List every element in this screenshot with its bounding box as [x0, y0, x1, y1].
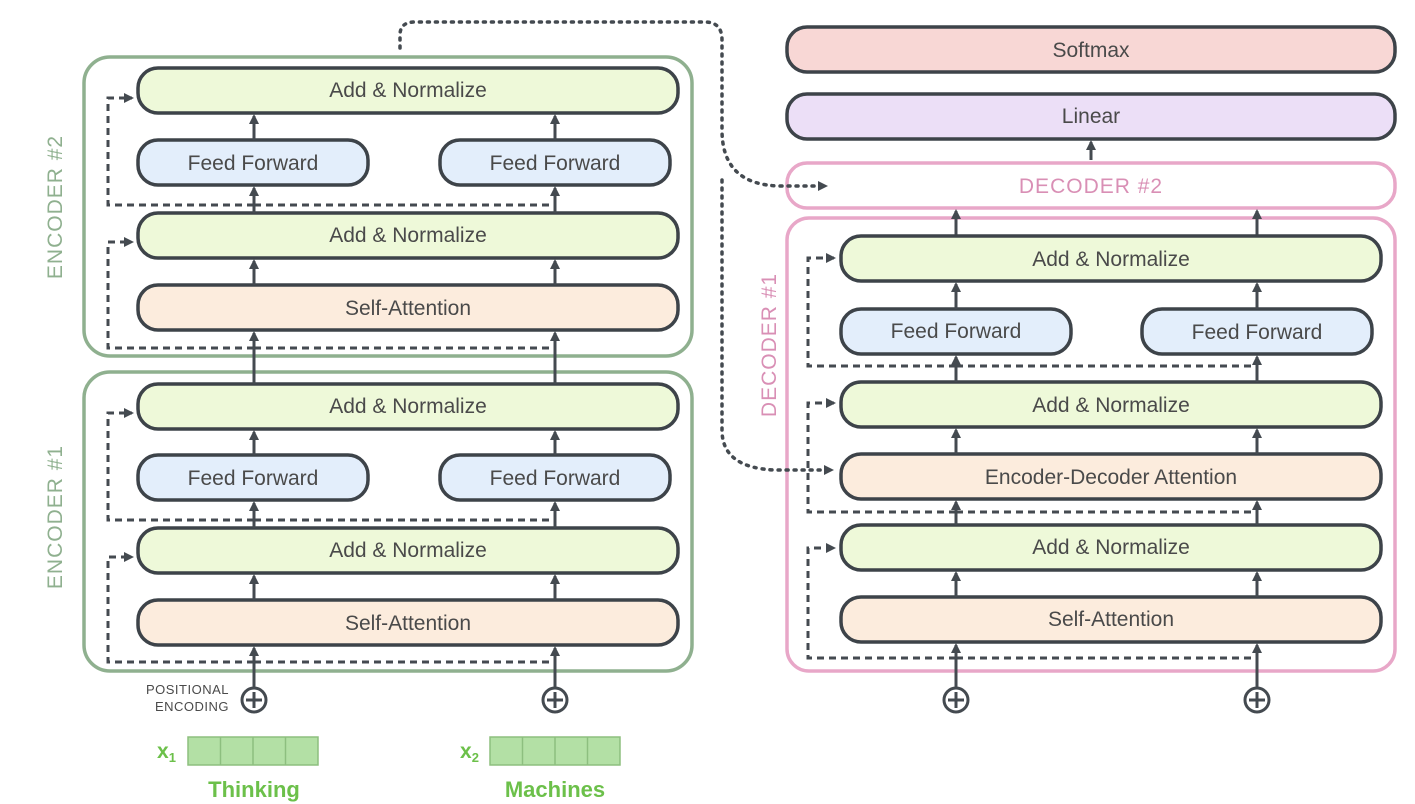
encoder-1-ff-left-label: Feed Forward	[188, 467, 319, 490]
softmax-label: Softmax	[1052, 39, 1130, 62]
encoder-1-residual-paths	[106, 408, 555, 664]
encoder-1-self-attention-label: Self-Attention	[345, 612, 471, 635]
decoder-1-label: DECODER #1	[758, 273, 781, 417]
decoder-plus-icon-right	[1243, 686, 1271, 714]
decoder-ff-left-label: Feed Forward	[891, 320, 1022, 343]
encoder-1-ff-right-label: Feed Forward	[490, 467, 621, 490]
encoder-1-self-attention	[136, 598, 680, 647]
encoder-2-self-attention	[136, 283, 680, 332]
encoder-1-add-norm-top-label: Add & Normalize	[329, 395, 487, 418]
x1-label: x1	[157, 740, 176, 765]
decoder-plus-icon-left	[942, 686, 970, 714]
encoder-2-add-norm-top	[136, 66, 680, 115]
encoder-1-add-norm-bottom	[136, 526, 680, 575]
encoder-2-label: ENCODER #2	[44, 135, 67, 279]
decoder-self-attention-label: Self-Attention	[1048, 608, 1174, 631]
positional-encoding-label-line1: POSITIONAL	[146, 682, 229, 697]
encoder-2-add-norm-bottom	[136, 211, 680, 260]
softmax-box	[785, 25, 1397, 74]
decoder-add-norm-mid-label: Add & Normalize	[1032, 394, 1190, 417]
encoder-plus-icon-left	[240, 686, 268, 714]
x2-label: x2	[460, 740, 479, 765]
positional-encoding-label-line2: ENCODING	[155, 699, 229, 714]
encoder-2-ff-right-label: Feed Forward	[490, 152, 621, 175]
decoder-arrows	[951, 282, 1262, 597]
encoder-1-arrows	[249, 331, 560, 600]
encoder-2-frame	[82, 55, 694, 358]
encoder-decoder-attention-label: Encoder-Decoder Attention	[985, 466, 1237, 489]
encoder-plus-icon-right	[541, 686, 569, 714]
encoder-2-arrows	[249, 114, 560, 285]
encoder-2-residual-paths	[106, 93, 555, 350]
encoder-2-add-norm-top-label: Add & Normalize	[329, 79, 487, 102]
word-machines: Machines	[505, 777, 605, 802]
decoder-residual-paths	[806, 253, 1257, 660]
linear-box	[785, 92, 1397, 141]
decoder-1-frame	[785, 216, 1397, 673]
encoder-2-add-norm-bottom-label: Add & Normalize	[329, 224, 487, 247]
decoder-add-norm-top-label: Add & Normalize	[1032, 248, 1190, 271]
decoder-add-norm-bottom	[839, 523, 1383, 572]
encoder-1-label: ENCODER #1	[44, 445, 67, 589]
encoder-1-add-norm-bottom-label: Add & Normalize	[329, 539, 487, 562]
encoder-1-add-norm-top	[136, 382, 680, 431]
x1-embedding-vector	[187, 736, 319, 766]
encoder-decoder-attention	[839, 452, 1383, 501]
word-thinking: Thinking	[208, 777, 300, 802]
decoder-add-norm-bottom-label: Add & Normalize	[1032, 536, 1190, 559]
decoder-self-attention	[839, 595, 1383, 644]
linear-label: Linear	[1062, 105, 1120, 128]
encoder-to-decoder1-dotted-path	[720, 178, 834, 475]
decoder-add-norm-mid	[839, 380, 1383, 429]
decoder-ff-right-label: Feed Forward	[1192, 321, 1323, 344]
encoder-2-ff-left-label: Feed Forward	[188, 152, 319, 175]
decoder-2-label: DECODER #2	[1019, 175, 1163, 198]
x2-embedding-vector	[489, 736, 621, 766]
encoder-2-self-attention-label: Self-Attention	[345, 297, 471, 320]
decoder-add-norm-top	[839, 234, 1383, 283]
encoder-to-decoder2-dotted-path	[398, 20, 828, 191]
encoder-1-frame	[82, 370, 694, 673]
